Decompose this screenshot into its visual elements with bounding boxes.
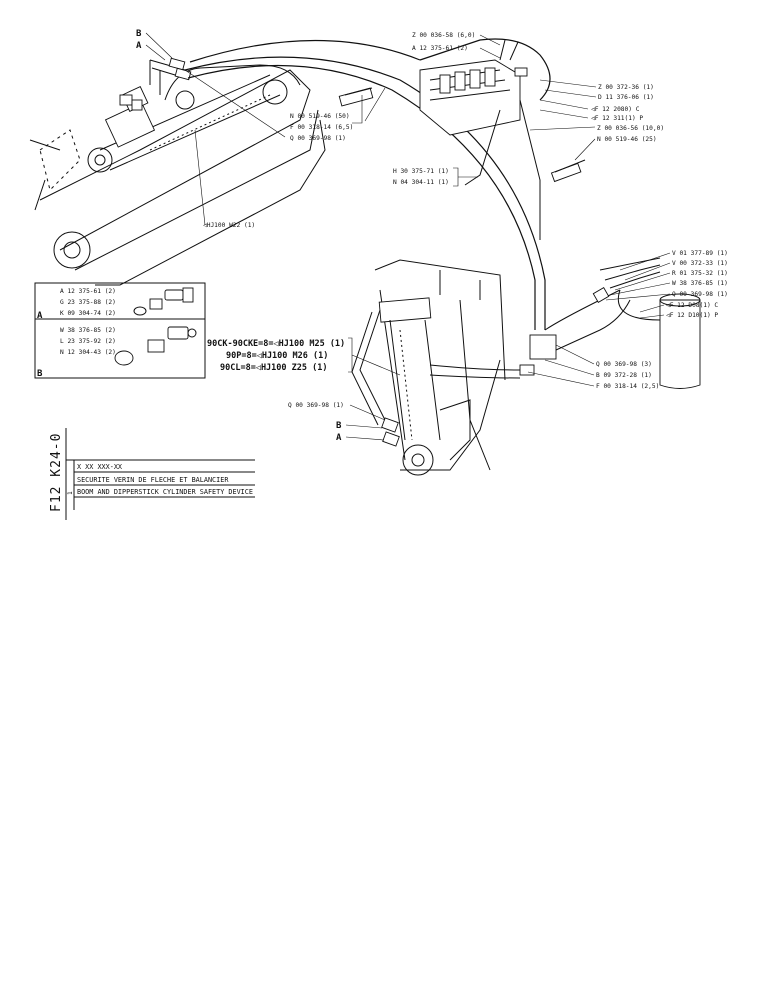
callout-f0031814-25: F 00 318-14 (2,5) (596, 383, 659, 390)
legend-a-item-3: K 09 304-74 (2) (60, 310, 116, 317)
letter-a-bottom: A (336, 433, 342, 443)
model-line-90cl: 90CL=8=◁HJ100 Z25 (1) (220, 363, 327, 373)
title-french: SECURITE VERIN DE FLECHE ET BALANCIER (77, 476, 229, 484)
callout-h3037571: H 30 375-71 (1) (393, 168, 449, 175)
callout-q0036998-r: Q 00 369-98 (1) (672, 291, 728, 298)
check-valve-block (429, 289, 631, 379)
legend-b-item-2: L 23 375-92 (2) (60, 338, 116, 345)
callout-d1137606: D 11 376-06 (1) (598, 94, 654, 101)
callout-f12d08: ◁F 12 D08(1) C (666, 302, 718, 309)
callout-n0430411: N 04 304-11 (1) (393, 179, 449, 186)
legend-b-item-3: N 12 304-43 (2) (60, 349, 116, 356)
callout-q0036998-left: Q 00 369-98 (1) (288, 402, 344, 409)
letter-b-bottom: B (336, 421, 342, 431)
callout-f12311: ◁F 12 311(1) P (591, 115, 643, 122)
callout-w3837685-r: W 38 376-85 (1) (672, 280, 728, 287)
boom-assembly (29, 57, 326, 286)
main-hose (184, 38, 551, 330)
callout-q0036998-3: Q 00 369-98 (3) (596, 361, 652, 368)
callout-z0003656: Z 00 036-56 (10,0) (597, 125, 664, 132)
callout-r0137532: R 01 375-32 (1) (672, 270, 728, 277)
letter-b-top: B (136, 29, 142, 39)
bottom-callouts: Q 00 369-98 (3) B 09 372-28 (1) F 00 318… (288, 344, 659, 421)
model-line-90p: 90P=8=◁HJ100 M26 (1) (226, 351, 328, 361)
right-callouts: V 01 377-89 (1) V 00 372-33 (1) R 01 375… (605, 250, 728, 319)
callout-f12d10: ◁F 12 D10(1) P (666, 312, 718, 319)
model-variants: 90CK-90CKE=8=◁HJ100 M25 (1) 90P=8=◁HJ100… (207, 337, 401, 376)
callout-f122080: ◁F 12 2080) C (591, 106, 640, 113)
title-side-mark: 1 (67, 491, 74, 495)
callout-f0031814-65: F 00 318-14 (6,5) (290, 124, 353, 131)
valve-block (419, 39, 541, 240)
fitting-legend: A B A 12 375-61 (2) G 23 375-88 (2) K 09… (34, 282, 206, 379)
connector-top (338, 87, 374, 107)
coupling-right (550, 159, 586, 183)
callout-v0037233: V 00 372-33 (1) (672, 260, 728, 267)
legend-b-item-1: W 38 376-85 (2) (60, 327, 116, 334)
legend-a-item-2: G 23 375-88 (2) (60, 299, 116, 306)
stick-assembly (351, 259, 506, 476)
callout-hj100w22: ◁HJ100 W22 (1) (203, 222, 255, 229)
title-block: F12 K24-0 X XX XXX-XX SECURITE VERIN DE … (49, 428, 255, 520)
legend-label-b: B (37, 369, 43, 379)
callout-n0051946-25: N 00 519-46 (25) (597, 136, 657, 143)
legend-a-item-1: A 12 375-61 (2) (60, 288, 116, 295)
title-ref: X XX XXX-XX (77, 463, 123, 471)
callout-z0003658: Z 00 036-58 (6,0) (412, 32, 475, 39)
remote-valve (592, 257, 701, 389)
callout-n0051946-50: N 00 519-46 (50) (290, 113, 350, 120)
callout-v0137789: V 01 377-89 (1) (672, 250, 728, 257)
top-callouts: Z 00 036-58 (6,0) A 12 375-61 (2) Z 00 3… (184, 32, 664, 229)
callout-z0037236: Z 00 372-36 (1) (598, 84, 654, 91)
callout-q0036998-top: Q 00 369-98 (1) (290, 135, 346, 142)
model-line-90ck: 90CK-90CKE=8=◁HJ100 M25 (1) (207, 339, 345, 349)
callout-a1237561: A 12 375-61 (2) (412, 45, 468, 52)
legend-label-a: A (37, 311, 43, 321)
callout-b0937228: B 09 372-28 (1) (596, 372, 652, 379)
drawing-code: F12 K24-0 (49, 433, 64, 512)
letter-a-top: A (136, 41, 142, 51)
title-english: BOOM AND DIPPERSTICK CYLINDER SAFETY DEV… (77, 488, 253, 496)
